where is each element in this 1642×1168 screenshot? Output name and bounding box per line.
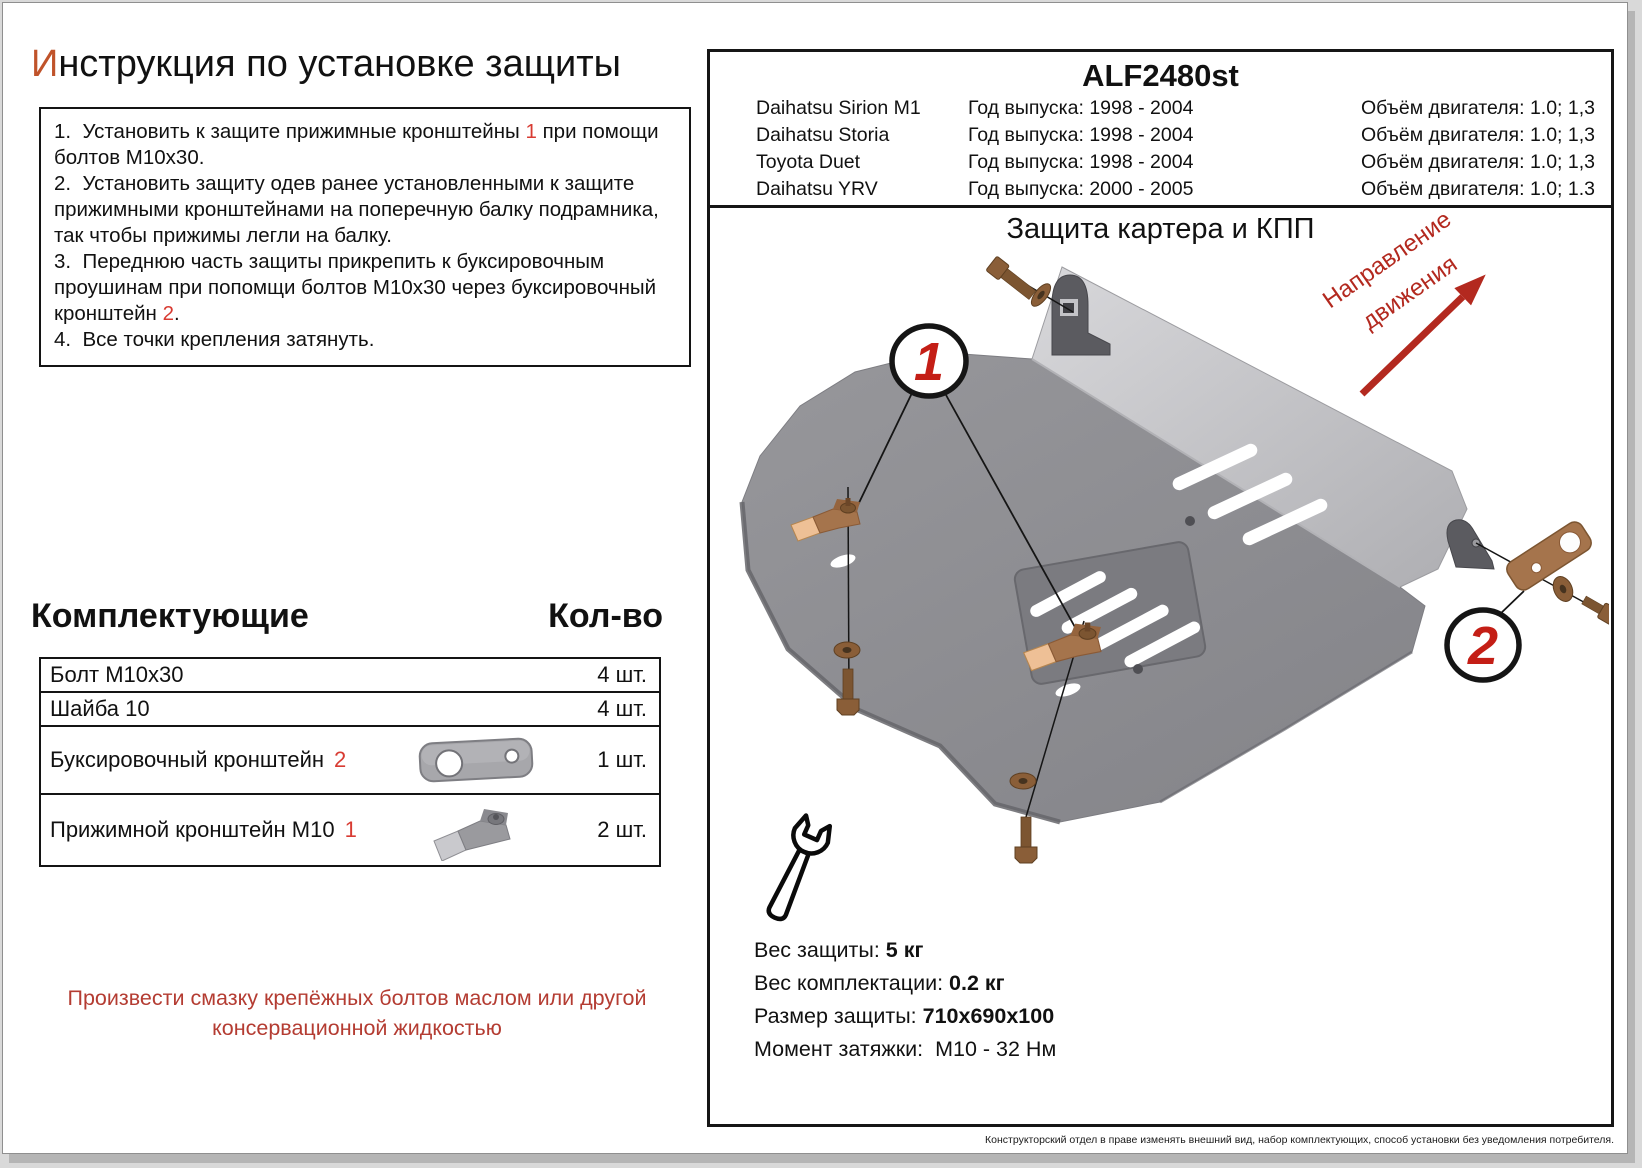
part-qty: 1 шт. (597, 747, 647, 772)
svg-text:1: 1 (914, 332, 944, 392)
specs-block: Вес защиты: 5 кг Вес комплектации: 0.2 к… (754, 934, 1056, 1066)
callout-line-2 (1497, 590, 1525, 617)
tow-bracket-icon (386, 731, 566, 789)
parts-table: Болт М10х30 4 шт. Шайба 10 4 шт. Буксиро… (39, 657, 661, 867)
title-accent-letter: И (31, 43, 59, 85)
bolt-top (986, 256, 1037, 300)
diagram-title: Защита картера и КПП (1006, 213, 1315, 245)
mount-slot (1055, 683, 1081, 697)
mount-slot (830, 554, 856, 568)
spec-weight: Вес защиты: 5 кг (754, 938, 924, 962)
vehicle-row: Daihatsu Storia Год выпуска: 1998 - 2004… (756, 124, 1595, 146)
page-title: Инструкция по установке защиты (31, 43, 691, 86)
disclaimer: Конструкторский отдел в праве изменять в… (985, 1134, 1614, 1146)
washer-left (833, 641, 861, 659)
wrench-icon (766, 813, 833, 922)
document-page: Инструкция по установке защиты 1. Устано… (2, 2, 1628, 1154)
vehicle-table: ALF2480st Daihatsu Sirion M1 Год выпуска… (710, 52, 1611, 208)
installation-instructions: 1. Установить к защите прижимные кронште… (39, 107, 691, 367)
skid-plate-diagram: 1 2 Направление движения (739, 209, 1609, 922)
top-mount-bracket (1051, 274, 1111, 356)
instruction-item: 1. Установить к защите прижимные кронште… (54, 120, 659, 169)
instruction-item: 4. Все точки крепления затянуть. (54, 328, 375, 351)
product-panel: ALF2480st Daihatsu Sirion M1 Год выпуска… (707, 49, 1614, 1127)
part-ref-1: 1 (525, 120, 537, 143)
clamp-bracket-icon (386, 799, 566, 861)
callout-1: 1 (889, 323, 969, 399)
callout-line-1a (856, 392, 913, 508)
vehicle-row: Daihatsu Sirion M1 Год выпуска: 1998 - 2… (756, 97, 1595, 119)
product-code: ALF2480st (1082, 58, 1239, 93)
right-mount-tab (1446, 519, 1495, 570)
direction-arrow (1359, 274, 1486, 397)
vent-slots-upper (1172, 443, 1328, 546)
instruction-item: 2. Установить защиту одев ранее установл… (54, 172, 659, 247)
part-qty: 4 шт. (597, 662, 647, 687)
part-ref-1: 1 (344, 817, 357, 842)
parts-title: Комплектующие (31, 597, 309, 635)
lubrication-note: Произвести смазку крепёжных болтов масло… (67, 986, 647, 1040)
parts-heading: Комплектующие Кол-во (31, 597, 663, 636)
title-rest: нструкция по установке защиты (58, 43, 621, 85)
plate-bolt-head (1185, 516, 1195, 526)
part-name: Шайба 10 (50, 696, 150, 721)
part-ref-2: 2 (162, 302, 174, 325)
spec-kit-weight: Вес комплектации: 0.2 кг (754, 971, 1005, 995)
part-ref-2: 2 (334, 747, 347, 772)
spec-size: Размер защиты: 710х690х100 (754, 1004, 1055, 1028)
washer-middle (1009, 772, 1037, 790)
qty-title: Кол-во (548, 597, 663, 635)
vehicle-row: Daihatsu YRV Год выпуска: 2000 - 2005 Об… (756, 178, 1595, 200)
callout-2: 2 (1444, 607, 1522, 683)
washer-right (1552, 576, 1574, 602)
part-qty: 2 шт. (597, 817, 647, 842)
spec-torque: Момент затяжки: М10 - 32 Нм (754, 1037, 1057, 1061)
bolt-middle (1014, 816, 1038, 864)
part-qty: 4 шт. (597, 696, 647, 721)
instruction-item: 3. Переднюю часть защиты прикрепить к бу… (54, 250, 657, 325)
part-name: Болт М10х30 (50, 662, 184, 687)
bolt-right (1581, 595, 1609, 625)
tow-bracket (1506, 521, 1592, 591)
svg-text:2: 2 (1467, 616, 1498, 676)
plate-bolt-head (1133, 664, 1143, 674)
washer-top (1030, 283, 1052, 307)
table-row: Болт М10х30 4 шт. (41, 659, 659, 693)
callout-line-1b (945, 394, 1077, 630)
table-row: Шайба 10 4 шт. (41, 693, 659, 727)
vehicle-row: Toyota Duet Год выпуска: 1998 - 2004 Объ… (756, 151, 1595, 173)
